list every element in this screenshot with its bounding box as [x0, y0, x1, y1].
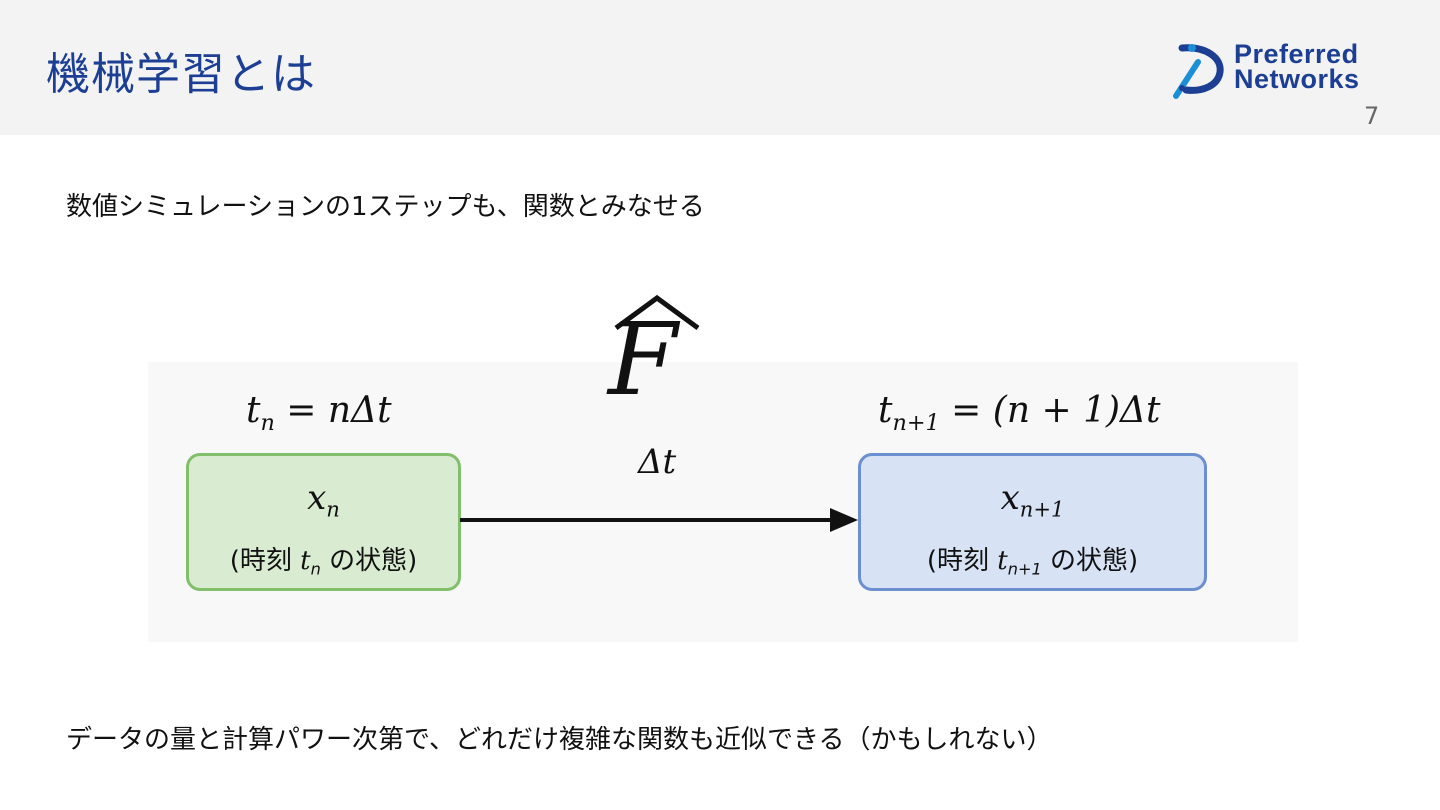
page-number: 7	[1364, 102, 1380, 130]
time-left-sub: n	[260, 409, 275, 436]
state-next-close: の状態)	[1041, 546, 1139, 576]
state-current-t-sub: n	[310, 559, 321, 579]
step-label: Δt	[638, 442, 677, 482]
time-right-lhs: t	[878, 390, 893, 431]
time-right-sub: n+1	[892, 409, 940, 436]
logo-line-2: Networks	[1234, 64, 1360, 94]
state-current-t: t	[300, 546, 311, 576]
state-var-next: xn+1	[861, 478, 1204, 522]
state-caption-current: (時刻 tn の状態)	[189, 540, 458, 577]
state-box-current: xn (時刻 tn の状態)	[186, 453, 461, 591]
logo-wordmark: Preferred Networks	[1234, 39, 1360, 94]
header-bar: 機械学習とは Preferred Networks 7	[0, 0, 1440, 135]
time-left-lhs: t	[246, 390, 261, 431]
state-var-next-sub: n+1	[1019, 496, 1065, 522]
state-caption-next: (時刻 tn+1 の状態)	[861, 540, 1204, 577]
time-left-rhs: = nΔt	[274, 390, 392, 431]
state-var-current-sub: n	[326, 496, 340, 522]
time-right-rhs: = (n + 1)Δt	[939, 390, 1161, 431]
state-var-current: xn	[189, 478, 458, 522]
state-next-t: t	[997, 546, 1008, 576]
time-label-left: tn = nΔt	[246, 390, 392, 434]
logo-line-1: Preferred	[1234, 39, 1359, 69]
page-title: 機械学習とは	[46, 49, 316, 100]
time-label-right: tn+1 = (n + 1)Δt	[878, 390, 1161, 434]
state-box-next: xn+1 (時刻 tn+1 の状態)	[858, 453, 1207, 591]
state-current-close: の状態)	[320, 546, 418, 576]
lead-text: 数値シミュレーションの1ステップも、関数とみなせる	[66, 192, 705, 222]
logo-mark-icon	[1173, 44, 1224, 99]
state-var-current-base: x	[307, 478, 327, 518]
state-current-open: (時刻	[229, 546, 301, 576]
state-next-t-sub: n+1	[1007, 559, 1042, 579]
state-next-open: (時刻	[926, 546, 998, 576]
bottom-text: データの量と計算パワー次第で、どれだけ複雑な関数も近似できる（かもしれない）	[66, 725, 1053, 755]
state-var-next-base: x	[1000, 478, 1020, 518]
operator-f-hat: F	[608, 301, 678, 418]
hat-accent-icon	[614, 294, 700, 331]
step-arrow-icon	[460, 508, 858, 532]
company-logo: Preferred Networks	[1168, 40, 1418, 100]
